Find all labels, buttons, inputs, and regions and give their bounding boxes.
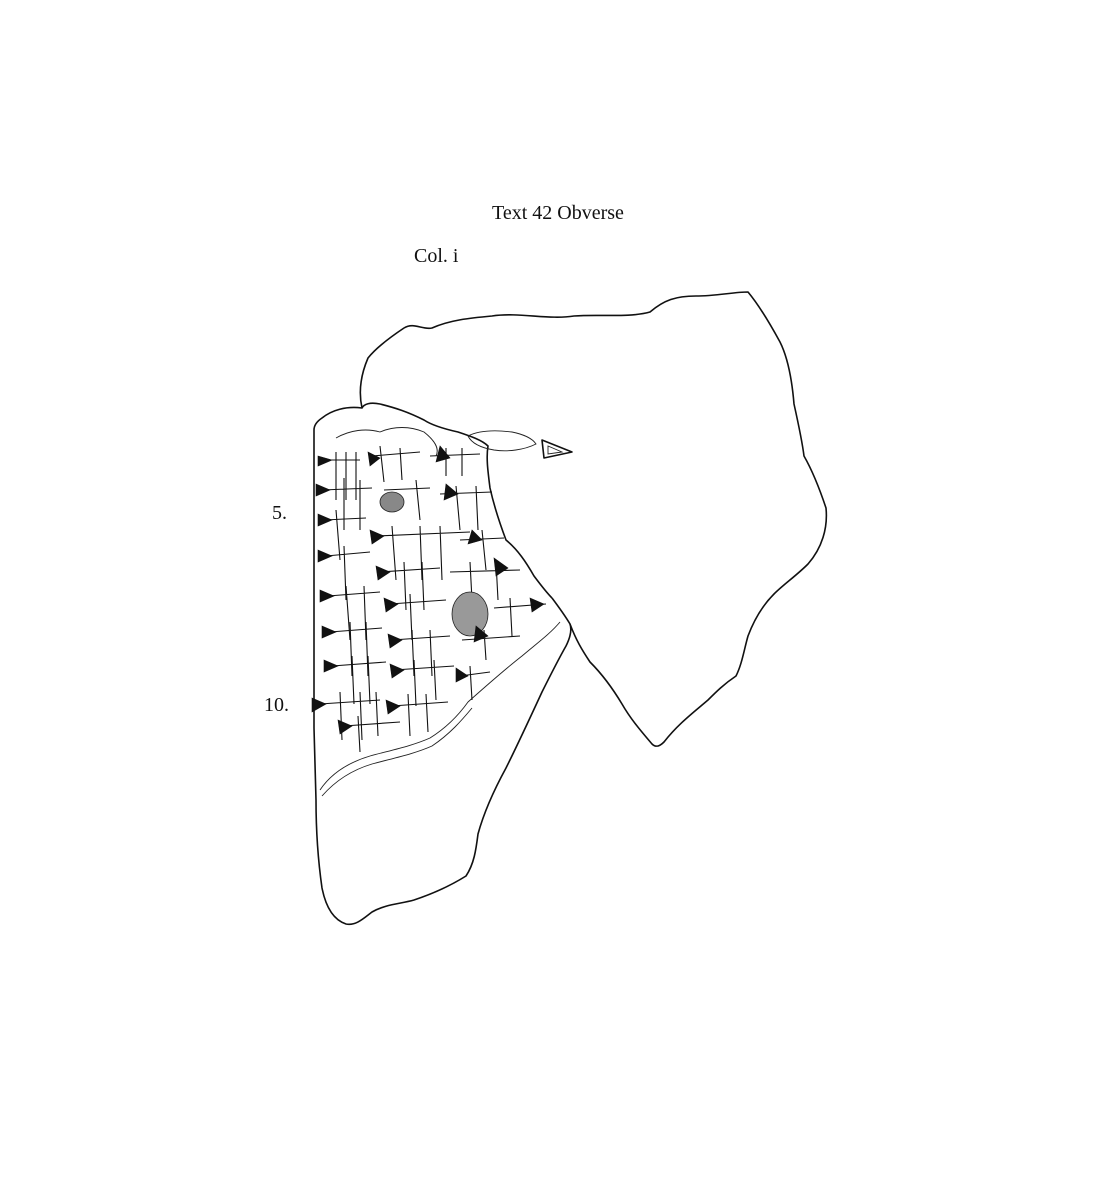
break-line-diagonal (319, 621, 561, 791)
column-label: Col. i (414, 245, 459, 267)
tablet-fragment-outline-upper (359, 291, 828, 747)
cuneiform-signs (311, 445, 547, 753)
break-line-diagonal-2 (321, 707, 473, 797)
line-number-10: 10. (264, 694, 289, 716)
top-chip-1 (467, 430, 537, 452)
top-chip-2 (335, 427, 438, 457)
tablet-fragment-outline-lower (313, 623, 572, 926)
text-title: Text 42 Obverse (492, 202, 624, 224)
line-number-5: 5. (272, 502, 287, 524)
tablet-fragment-outline-left (313, 402, 553, 728)
small-flake-inner (547, 445, 564, 455)
small-flake (541, 439, 573, 459)
